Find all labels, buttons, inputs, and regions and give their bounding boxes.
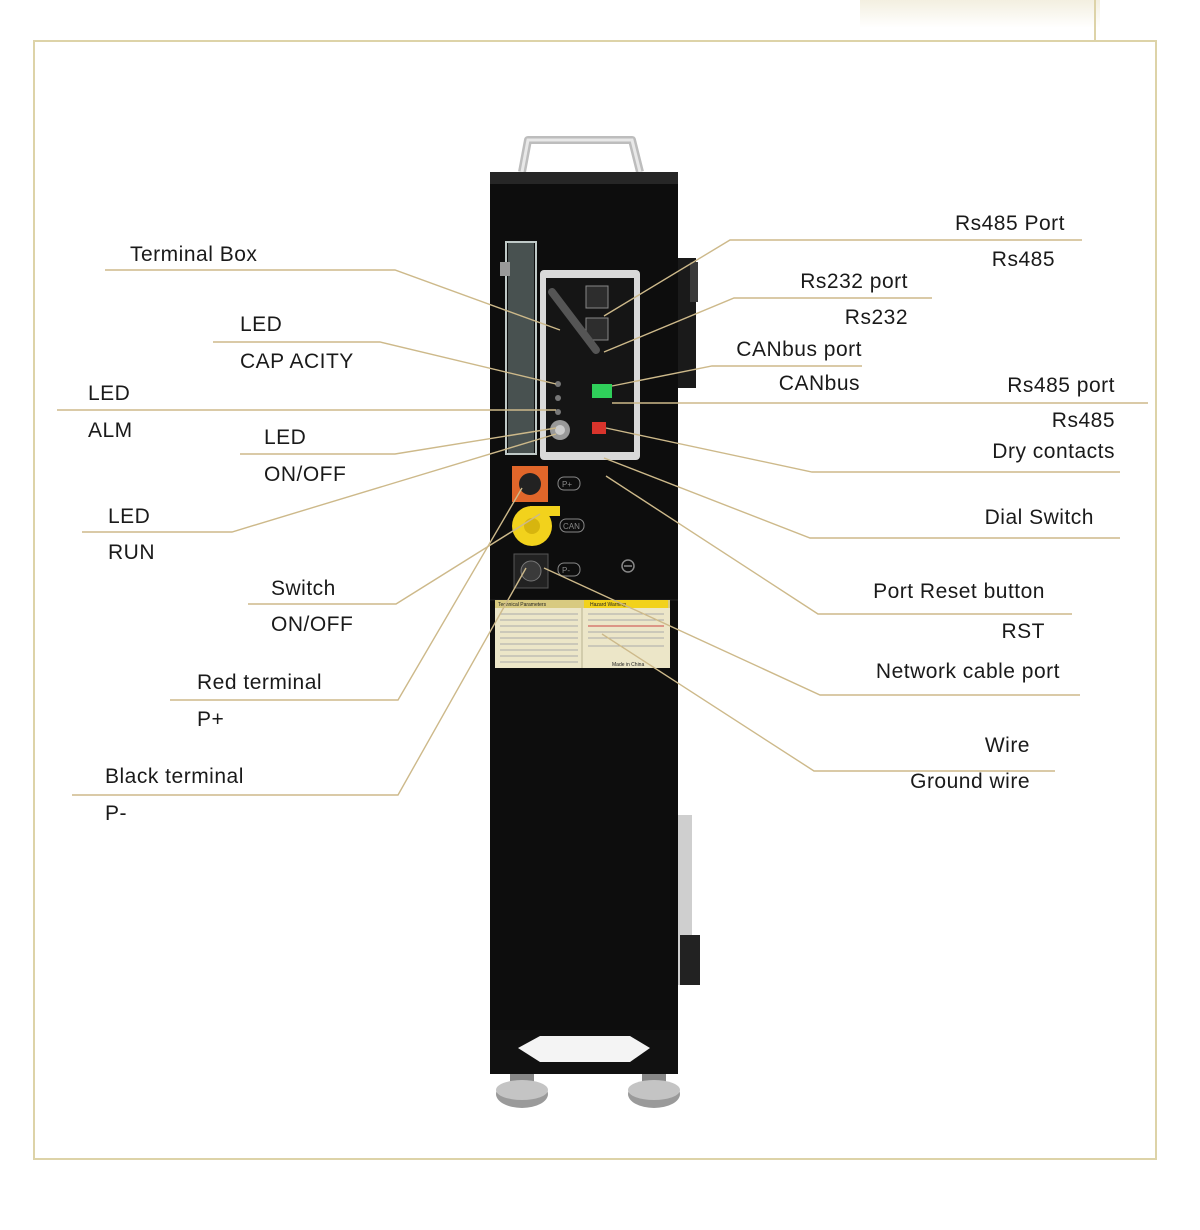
label-led-capacity-1: LED (240, 313, 283, 336)
label-canbus-2: CANbus (778, 372, 860, 395)
leader-port-reset (605, 475, 1072, 615)
sticker-left-title: Technical Parameters (498, 602, 547, 608)
leader-rs485-top (603, 239, 1082, 317)
feet (496, 1074, 680, 1108)
spec-sticker: Technical Parameters Hazard Warning Made… (495, 600, 670, 668)
label-network-port: Network cable port (875, 660, 1060, 683)
terminal-label-p-minus: P- (562, 566, 570, 575)
label-terminal-box: Terminal Box (130, 243, 258, 266)
label-switch-2: ON/OFF (271, 613, 354, 636)
leader-canbus (611, 365, 862, 387)
label-led-run-1: LED (108, 505, 151, 528)
terminal-label-p-plus: P+ (562, 480, 572, 489)
sticker-right-title: Hazard Warning (590, 602, 626, 608)
label-ground-wire-2: Ground wire (910, 770, 1030, 793)
label-led-onoff-2: ON/OFF (264, 463, 347, 486)
label-port-reset-1: Port Reset button (873, 580, 1045, 603)
side-bracket-clip (690, 262, 698, 302)
label-red-terminal-1: Red terminal (197, 671, 323, 694)
label-rs485-top-2: Rs485 (991, 248, 1055, 271)
label-rs232-2: Rs232 (844, 306, 908, 329)
label-led-run-2: RUN (108, 541, 155, 564)
leader-network-port (543, 567, 1080, 696)
cabinet-handle (518, 136, 644, 173)
corner-glow (860, 0, 1100, 28)
label-led-capacity-2: CAP ACITY (240, 350, 354, 373)
terminal-box-cover (500, 241, 537, 455)
label-ground-wire-1: Wire (984, 734, 1030, 757)
label-switch-1: Switch (271, 577, 336, 600)
label-black-terminal-2: P- (105, 802, 127, 825)
label-led-onoff-1: LED (264, 426, 307, 449)
ground-symbol (621, 559, 635, 573)
base-handle-slot (518, 1036, 650, 1062)
label-canbus-1: CANbus port (736, 338, 862, 361)
leader-switch (248, 513, 541, 605)
leader-dry-contacts (605, 427, 1120, 473)
label-rs485-mid-2: Rs485 (1051, 409, 1115, 432)
content-frame (33, 40, 1157, 1160)
leader-rs232 (603, 297, 932, 353)
black-terminal-p-minus (513, 553, 581, 589)
leader-ground-wire (601, 633, 1055, 772)
corner-accent-line (1094, 0, 1096, 40)
leader-dial-switch (603, 457, 1120, 539)
label-red-terminal-2: P+ (197, 708, 225, 731)
label-rs485-top-1: Rs485 Port (954, 212, 1065, 235)
leader-red-terminal (170, 487, 523, 701)
label-port-reset-2: RST (1001, 620, 1045, 643)
terminal-label-can: CAN (563, 522, 580, 531)
label-rs485-mid-1: Rs485 port (1007, 374, 1115, 397)
leader-led-run (82, 433, 557, 533)
label-black-terminal-1: Black terminal (105, 765, 244, 788)
label-rs232-1: Rs232 port (800, 270, 908, 293)
wall-plate-foot (680, 935, 700, 985)
label-dial-switch: Dial Switch (984, 506, 1094, 529)
cabinet-top-edge (490, 172, 678, 184)
leader-lines (57, 239, 1148, 796)
sticker-footer: Made in China (612, 662, 644, 668)
leader-led-capacity (213, 341, 557, 385)
label-dry-contacts: Dry contacts (992, 440, 1115, 463)
label-led-alm-1: LED (88, 382, 131, 405)
label-led-alm-2: ALM (88, 419, 133, 442)
leader-black-terminal (72, 567, 527, 796)
leader-terminal-box (105, 269, 561, 331)
leader-led-onoff (240, 427, 557, 455)
